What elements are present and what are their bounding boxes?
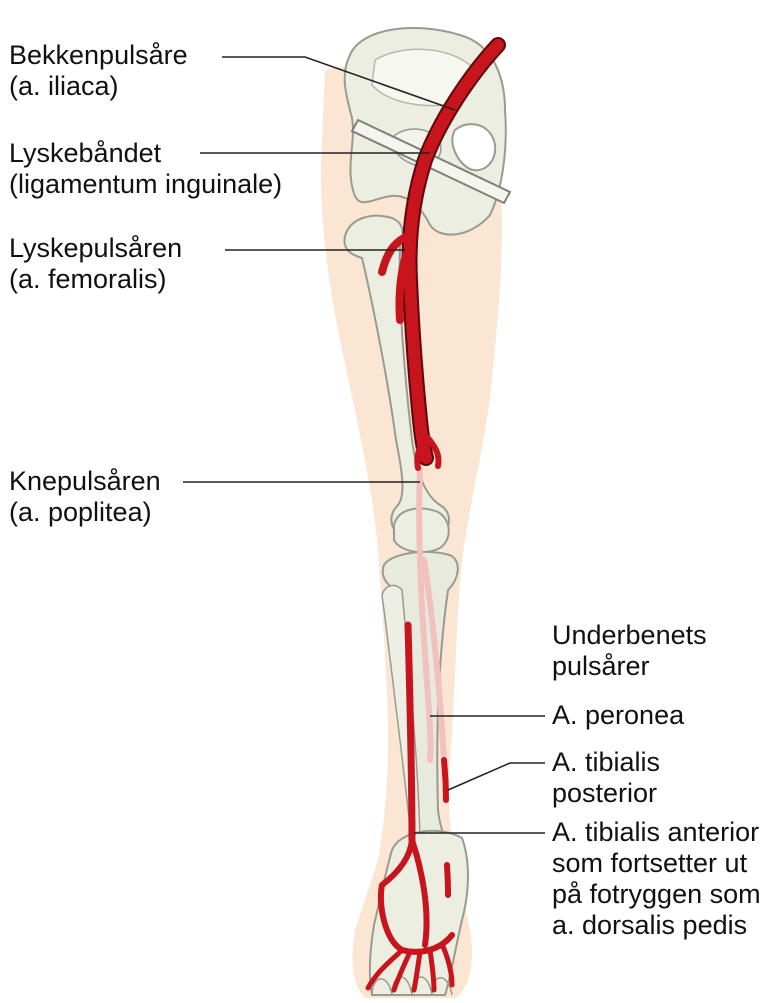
- label-poplitea-line1: Knepulsåren: [9, 466, 161, 497]
- label-underbenet: Underbenets pulsårer: [552, 620, 707, 682]
- label-tibialis-posterior-line1: A. tibialis: [552, 747, 660, 778]
- label-femoralis-line1: Lyskepulsåren: [9, 233, 182, 264]
- label-underbenet-line2: pulsårer: [552, 651, 707, 682]
- label-femoralis-line2: (a. femoralis): [9, 264, 182, 295]
- label-tibialis-anterior-line3: på fotryggen som: [552, 879, 761, 910]
- label-poplitea: Knepulsåren (a. poplitea): [9, 466, 161, 528]
- label-inguinale: Lyskebåndet (ligamentum inguinale): [9, 138, 282, 200]
- anterior-tibial-artery: [408, 625, 412, 840]
- label-iliaca-line1: Bekkenpulsåre: [9, 40, 188, 71]
- label-peronea: A. peronea: [552, 700, 684, 731]
- label-tibialis-anterior-line4: a. dorsalis pedis: [552, 910, 761, 941]
- label-underbenet-line1: Underbenets: [552, 620, 707, 651]
- label-iliaca: Bekkenpulsåre (a. iliaca): [9, 40, 188, 102]
- label-femoralis: Lyskepulsåren (a. femoralis): [9, 233, 182, 295]
- label-tibialis-anterior: A. tibialis anterior som fortsetter ut p…: [552, 817, 761, 941]
- label-inguinale-line2: (ligamentum inguinale): [9, 169, 282, 200]
- label-peronea-line1: A. peronea: [552, 700, 684, 731]
- label-tibialis-posterior-line2: posterior: [552, 778, 660, 809]
- leader-tibialis-posterior: [448, 763, 545, 790]
- label-tibialis-posterior: A. tibialis posterior: [552, 747, 660, 809]
- label-tibialis-anterior-line1: A. tibialis anterior: [552, 817, 761, 848]
- label-tibialis-anterior-line2: som fortsetter ut: [552, 848, 761, 879]
- label-poplitea-line2: (a. poplitea): [9, 497, 161, 528]
- label-inguinale-line1: Lyskebåndet: [9, 138, 282, 169]
- label-iliaca-line2: (a. iliaca): [9, 71, 188, 102]
